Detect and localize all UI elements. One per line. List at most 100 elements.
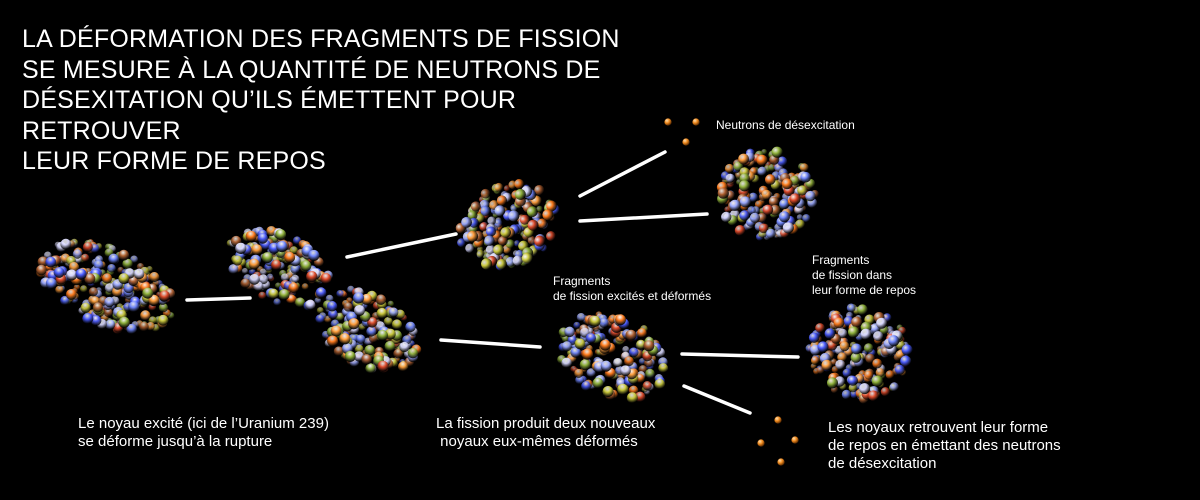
nucleon bbox=[789, 193, 800, 204]
nucleon bbox=[805, 191, 815, 201]
nucleon bbox=[772, 147, 783, 158]
nucleon bbox=[851, 317, 862, 328]
nucleon bbox=[738, 154, 749, 165]
label-excited-fragments-line-2: de fission excités et déformés bbox=[553, 289, 711, 304]
connector-upper-fragment-to-rest bbox=[580, 214, 707, 221]
nucleon bbox=[545, 230, 558, 243]
connector-lower-fragment-to-rest bbox=[682, 354, 798, 357]
label-rest-line-1: Les noyaux retrouvent leur forme bbox=[828, 419, 1061, 437]
nucleon bbox=[848, 326, 859, 337]
nucleon bbox=[873, 331, 883, 341]
nucleon bbox=[79, 284, 89, 294]
nucleon bbox=[725, 164, 734, 173]
neutron bbox=[757, 439, 764, 446]
nucleon bbox=[765, 174, 776, 185]
nucleon bbox=[782, 178, 793, 189]
connector-split-to-lower-fragment bbox=[441, 340, 540, 347]
label-rest-fragments: Fragments de fission dans leur forme de … bbox=[812, 253, 916, 298]
nucleon bbox=[763, 205, 774, 216]
nucleon bbox=[800, 163, 809, 172]
nucleon bbox=[739, 210, 749, 220]
fragment-rest-lower bbox=[806, 304, 913, 404]
nucleon bbox=[822, 360, 833, 371]
label-fission: La fission produit deux nouveaux noyaux … bbox=[436, 415, 655, 451]
nucleon bbox=[890, 382, 899, 391]
nucleon bbox=[818, 341, 829, 352]
connector-lower-fragment-to-neutrons bbox=[684, 386, 750, 413]
nucleon bbox=[872, 376, 883, 387]
nucleon bbox=[800, 172, 811, 183]
nucleon bbox=[766, 229, 776, 239]
nucleon bbox=[834, 318, 845, 329]
nucleon bbox=[815, 323, 825, 333]
nucleon bbox=[872, 359, 882, 369]
neutron bbox=[692, 118, 699, 125]
label-neutrons-text: Neutrons de désexcitation bbox=[716, 118, 855, 133]
nucleon bbox=[842, 390, 851, 399]
nucleon bbox=[868, 391, 879, 402]
label-rest-line-3: de désexcitation bbox=[828, 455, 1061, 473]
neutron bbox=[777, 458, 784, 465]
label-neutrons: Neutrons de désexcitation bbox=[716, 118, 855, 133]
nucleon bbox=[726, 174, 735, 183]
nucleon bbox=[902, 344, 913, 355]
nucleon bbox=[851, 344, 862, 355]
nucleon bbox=[847, 304, 856, 313]
label-rest-fragments-line-3: leur forme de repos bbox=[812, 283, 916, 298]
nucleon bbox=[718, 188, 729, 199]
label-rest: Les noyaux retrouvent leur forme de repo… bbox=[828, 419, 1061, 473]
nucleon bbox=[809, 333, 819, 343]
nucleon bbox=[758, 167, 767, 176]
nuclei-group bbox=[22, 147, 913, 421]
nucleon bbox=[827, 377, 838, 388]
nucleon bbox=[881, 387, 890, 396]
label-excited-fragments: Fragments de fission excités et déformés bbox=[553, 274, 711, 304]
fragment-excited-lower bbox=[540, 293, 684, 420]
nucleon bbox=[757, 155, 768, 166]
label-rest-fragments-line-2: de fission dans bbox=[812, 268, 916, 283]
label-rest-fragments-line-1: Fragments bbox=[812, 253, 916, 268]
fragment-rest-upper bbox=[717, 147, 819, 241]
label-nucleus-line-1: Le noyau excité (ici de l’Uranium 239) bbox=[78, 415, 329, 433]
nucleon bbox=[886, 370, 895, 379]
nucleon bbox=[860, 329, 871, 340]
nucleon bbox=[840, 341, 850, 351]
label-rest-line-2: de repos en émettant des neutrons bbox=[828, 437, 1061, 455]
nucleon bbox=[740, 196, 751, 207]
nucleon bbox=[779, 211, 790, 222]
connector-upper-fragment-to-neutrons bbox=[580, 152, 665, 196]
nucleon bbox=[864, 343, 873, 352]
nucleon bbox=[864, 371, 873, 380]
nucleon bbox=[735, 225, 746, 236]
nucleon bbox=[888, 335, 899, 346]
nucleon bbox=[739, 180, 750, 191]
nucleon bbox=[762, 190, 772, 200]
neutron bbox=[682, 138, 689, 145]
nucleon bbox=[730, 200, 741, 211]
nucleon bbox=[835, 360, 845, 370]
nucleus-excited-deformed bbox=[22, 218, 191, 356]
fragment-excited-upper bbox=[442, 166, 574, 285]
nucleon bbox=[721, 212, 731, 222]
neutron bbox=[664, 118, 671, 125]
connector-split-to-upper-fragment bbox=[347, 234, 456, 257]
nucleon bbox=[895, 365, 905, 375]
nucleon bbox=[301, 282, 310, 291]
nucleon bbox=[811, 356, 819, 364]
label-nucleus-line-2: se déforme jusqu’à la rupture bbox=[78, 433, 329, 451]
nucleon bbox=[750, 213, 760, 223]
nucleon bbox=[900, 356, 911, 367]
label-nucleus: Le noyau excité (ici de l’Uranium 239) s… bbox=[78, 415, 329, 451]
label-excited-fragments-line-1: Fragments bbox=[553, 274, 711, 289]
nucleon bbox=[848, 376, 858, 386]
nucleon bbox=[797, 214, 803, 220]
nucleon bbox=[825, 328, 836, 339]
nucleon bbox=[876, 318, 887, 329]
connector-nucleus-to-split bbox=[187, 298, 250, 300]
label-fission-line-1: La fission produit deux nouveaux bbox=[436, 415, 655, 433]
nucleon bbox=[859, 383, 870, 394]
nucleon bbox=[857, 304, 868, 315]
nucleon bbox=[783, 222, 794, 233]
neutron bbox=[791, 436, 798, 443]
label-fission-line-2: noyaux eux-mêmes déformés bbox=[436, 433, 655, 451]
